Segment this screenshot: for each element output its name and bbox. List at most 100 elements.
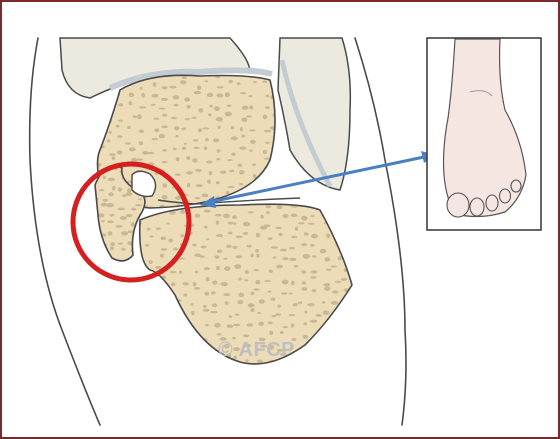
bone-pore (162, 161, 168, 163)
bone-pore (121, 231, 128, 235)
bone-pore (159, 108, 166, 110)
bone-pore (275, 313, 281, 316)
bone-pore (125, 142, 131, 145)
fourth-toe (500, 189, 511, 203)
bone-pore (248, 95, 253, 97)
bone-pore (308, 223, 315, 225)
bone-pore (316, 314, 322, 317)
bone-pore (131, 208, 136, 211)
bone-pore (118, 120, 123, 122)
bone-pore (126, 214, 133, 217)
bone-pore (109, 153, 116, 156)
bone-pore (204, 267, 210, 270)
bone-pore (217, 249, 222, 253)
bone-pore (231, 136, 238, 140)
bone-pore (252, 164, 256, 166)
bone-pore (312, 255, 317, 257)
bone-pore (238, 293, 244, 298)
bone-pore (166, 223, 169, 225)
bone-pore (323, 283, 330, 286)
bone-pore (239, 170, 244, 175)
bone-pore (293, 303, 298, 306)
bone-pore (290, 214, 297, 218)
bone-pore (205, 324, 209, 327)
bone-pore (174, 126, 179, 130)
bone-pore (310, 244, 315, 247)
bone-pore (191, 117, 196, 119)
bone-pore (268, 237, 273, 240)
bone-pore (108, 178, 115, 182)
bone-pore (195, 197, 201, 199)
bone-pore (264, 130, 271, 133)
bone-pore (242, 106, 249, 110)
bone-pore (110, 214, 115, 217)
bone-pore (191, 311, 194, 315)
bone-pore (216, 266, 220, 270)
bone-pore (216, 181, 220, 184)
bone-pore (324, 286, 330, 291)
bone-pore (245, 270, 249, 274)
bone-pore (294, 265, 299, 268)
bone-pore (194, 147, 200, 149)
bone-pore (232, 246, 237, 249)
bone-pore (262, 81, 267, 83)
bone-pore (210, 311, 218, 313)
bone-pore (231, 126, 234, 129)
bone-pore (224, 266, 230, 271)
bone-pore (185, 118, 190, 120)
bone-pore (229, 170, 234, 172)
bone-pore (152, 94, 159, 98)
bone-pore (121, 248, 125, 251)
bone-pore (206, 161, 213, 164)
bone-pore (330, 266, 337, 268)
bone-pore (139, 106, 146, 108)
bone-pore (112, 156, 116, 160)
bone-pore (201, 246, 207, 249)
bone-pore (99, 189, 105, 191)
bone-pore (145, 244, 149, 247)
bone-pore (115, 225, 122, 228)
bone-pore (135, 204, 141, 206)
bone-pore (263, 115, 268, 120)
bone-pore (129, 93, 135, 98)
bone-pore (213, 138, 219, 142)
bone-pore (147, 152, 155, 154)
bone-pore (112, 186, 116, 191)
bone-pore (101, 220, 105, 222)
bone-pore (239, 183, 243, 185)
bone-pore (277, 304, 280, 307)
bone-pore (149, 235, 153, 237)
bone-pore (171, 117, 177, 120)
bone-pore (242, 118, 248, 123)
bone-pore (289, 314, 296, 316)
bone-pore (194, 91, 201, 95)
bone-pore (243, 232, 248, 235)
bone-pore (129, 147, 136, 151)
bone-pore (216, 234, 223, 237)
bone-pore (195, 271, 198, 274)
bone-pore (266, 95, 269, 98)
bone-pore (223, 293, 230, 296)
bone-pore (256, 280, 261, 285)
bone-pore (244, 279, 248, 281)
bone-pore (187, 183, 190, 187)
bone-pore (264, 224, 271, 227)
bone-pore (195, 214, 200, 218)
bone-pore (250, 308, 254, 312)
bone-pore (326, 233, 330, 238)
bone-pore (186, 156, 190, 160)
bone-pore (140, 87, 143, 90)
bone-pore (289, 293, 293, 295)
bone-pore (240, 127, 243, 131)
bone-pore (159, 134, 165, 138)
bone-pore (197, 86, 201, 90)
bone-pore (272, 315, 276, 317)
bone-pore (326, 269, 332, 271)
bone-pore (116, 125, 120, 128)
bone-pore (107, 139, 111, 142)
bone-pore (151, 138, 158, 140)
bone-pore (120, 216, 127, 220)
bone-pore (209, 105, 213, 108)
bone-pore (184, 143, 187, 145)
